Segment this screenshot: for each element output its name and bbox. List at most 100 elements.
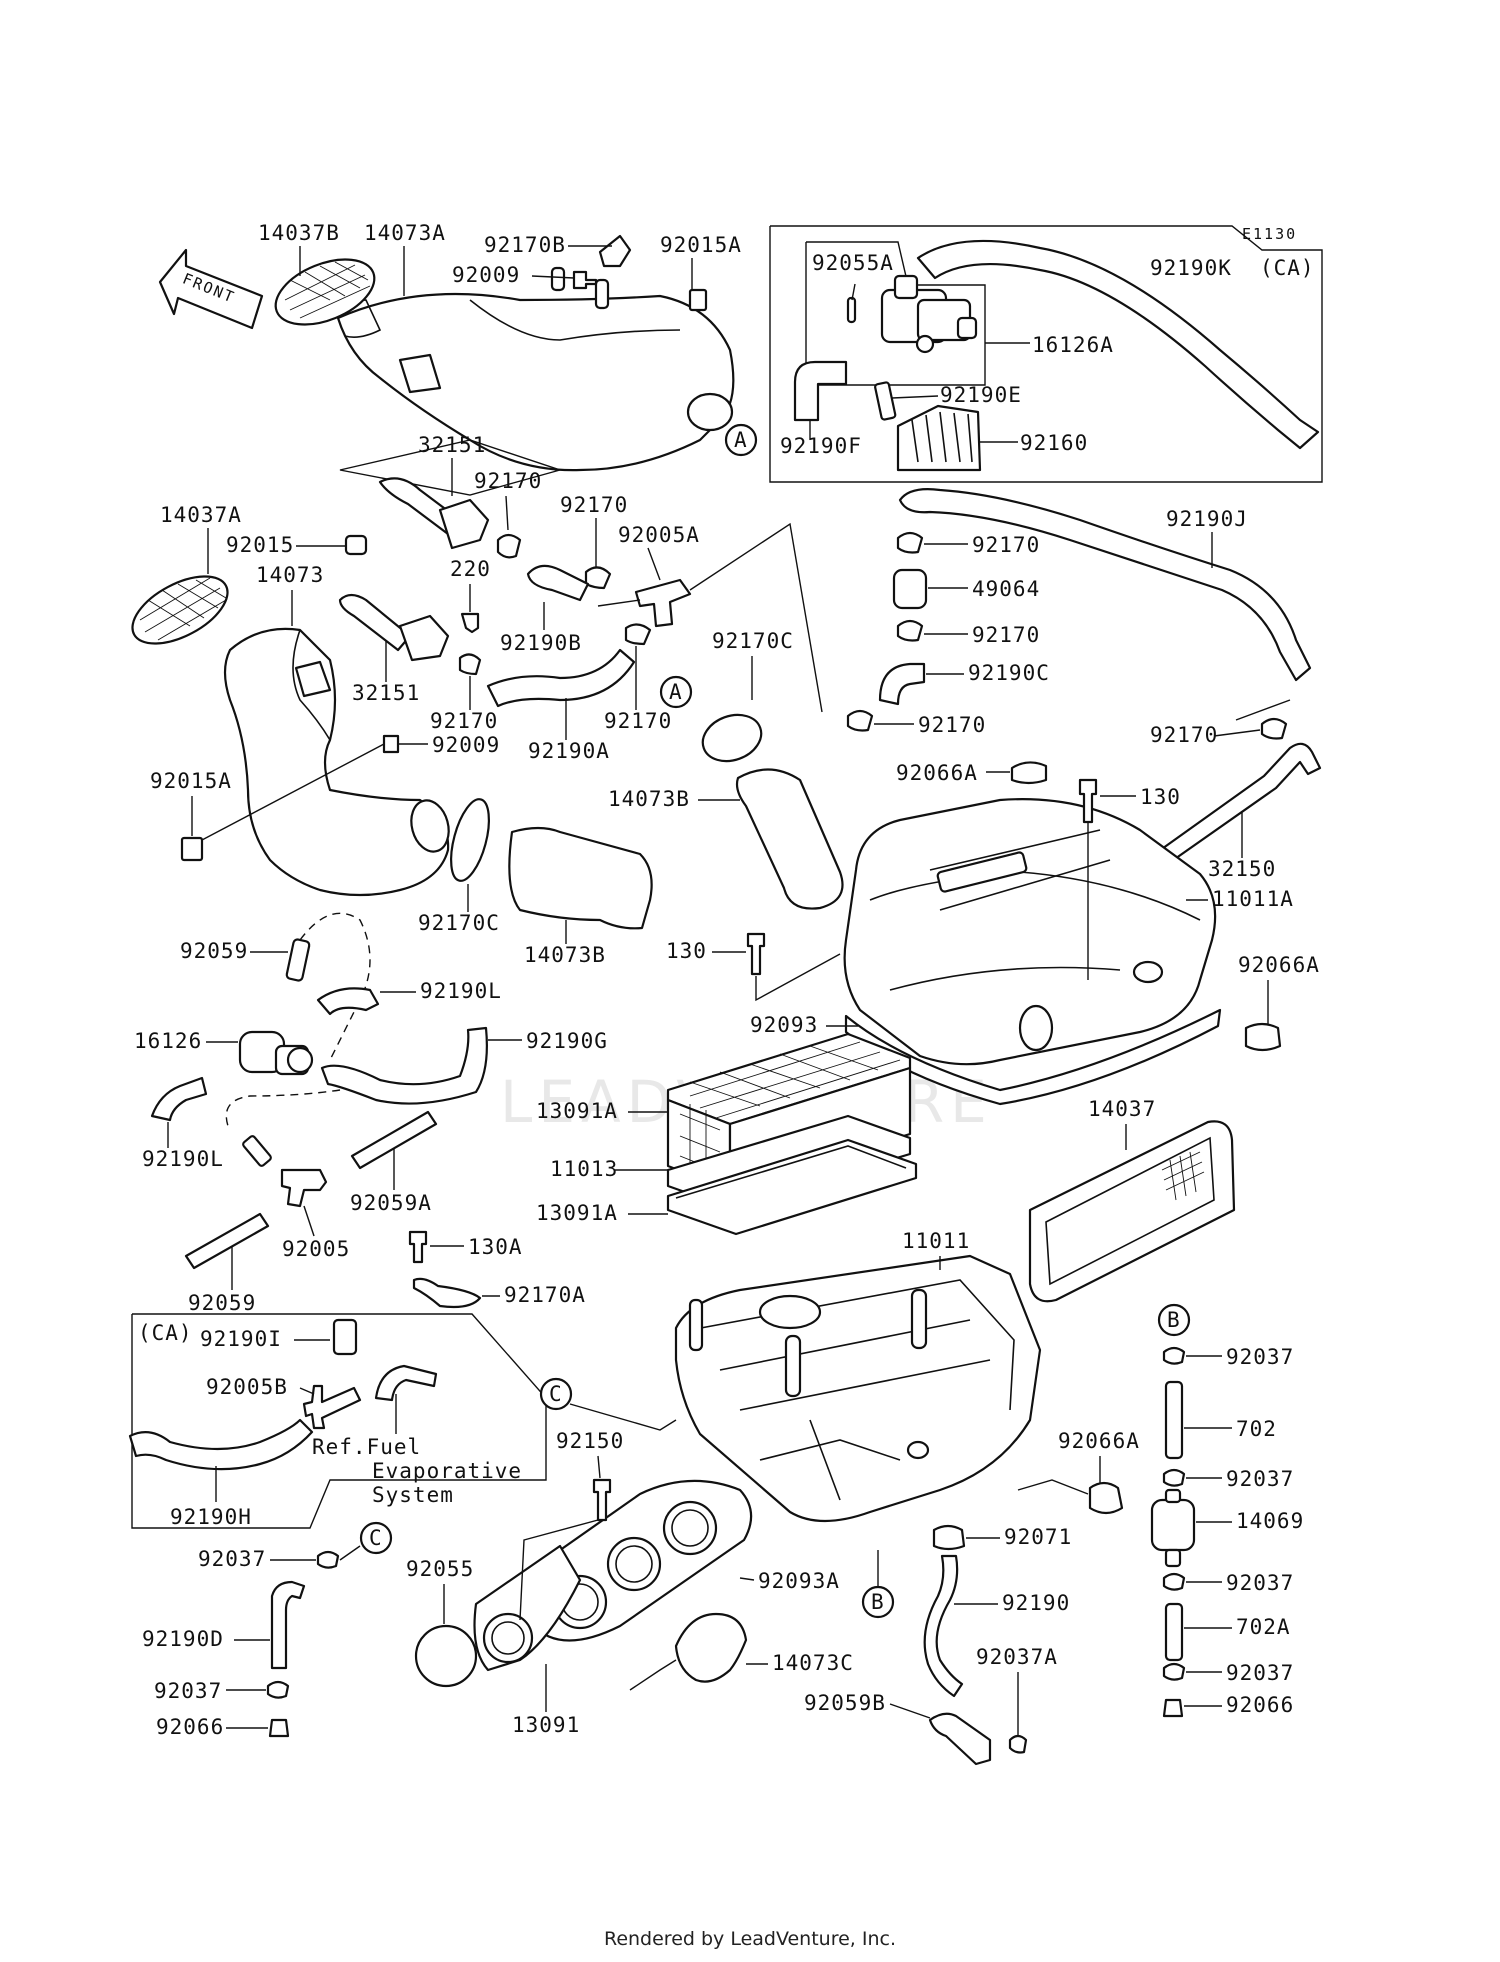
ref-note-line3: System <box>372 1483 454 1507</box>
label-92037-c: 92037 <box>1226 1571 1294 1595</box>
callout-C-left-label: C <box>369 1526 383 1550</box>
clip-92015A-top <box>688 288 708 312</box>
label-92190H: 92190H <box>170 1505 252 1529</box>
label-92005: 92005 <box>282 1237 350 1261</box>
label-92066-b: 92066 <box>156 1715 224 1739</box>
label-92170-a: 92170 <box>474 469 542 493</box>
hose-92059A <box>350 1110 438 1170</box>
callout-B-bottom <box>861 1585 895 1619</box>
clamp-92170-h <box>1260 717 1288 740</box>
screw-220 <box>460 612 480 634</box>
grommet-92071 <box>932 1524 966 1551</box>
tee-92005 <box>280 1168 328 1208</box>
cap-92066A-c <box>1088 1481 1124 1515</box>
label-92190A: 92190A <box>528 739 610 763</box>
tube-short <box>242 1135 272 1167</box>
diagram-code: E1130 <box>1242 225 1297 243</box>
clamp-92170-e <box>896 531 924 554</box>
grommet-92015 <box>344 534 368 556</box>
label-130A: 130A <box>468 1235 523 1259</box>
label-14073A: 14073A <box>364 221 446 245</box>
clamp-92170A <box>412 1277 482 1309</box>
plug-92066-b <box>268 1718 290 1738</box>
ca-inset-top: E1130 <box>769 225 1323 483</box>
label-13091: 13091 <box>512 1713 580 1737</box>
bolt-92009-mid <box>382 734 400 754</box>
tube-92190I <box>332 1318 358 1356</box>
hose-702 <box>1164 1380 1184 1460</box>
tee-92005A <box>634 578 692 628</box>
front-arrow: FRONT <box>158 248 264 330</box>
label-130-b: 130 <box>666 939 707 963</box>
label-14073B-b: 14073B <box>524 943 606 967</box>
callout-A-top-label: A <box>734 428 748 452</box>
label-ca-bottom: (CA) <box>138 1321 193 1345</box>
clamp-92037-c <box>1162 1572 1186 1591</box>
label-92190I: 92190I <box>200 1327 282 1351</box>
hose-92190G <box>320 1026 488 1105</box>
plug-92066-a <box>1162 1698 1184 1718</box>
label-702A: 702A <box>1236 1615 1291 1639</box>
label-130-a: 130 <box>1140 785 1181 809</box>
label-ca-top: (CA) <box>1260 256 1315 280</box>
label-13091A-a: 13091A <box>536 1099 618 1123</box>
label-92170C-b: 92170C <box>418 911 500 935</box>
label-92093: 92093 <box>750 1013 818 1037</box>
label-92015A-mid: 92015A <box>150 769 232 793</box>
clamp-92170-g <box>846 709 874 732</box>
label-14073B-a: 14073B <box>608 787 690 811</box>
clamp-92037-d <box>1162 1662 1186 1681</box>
screw-130A <box>408 1230 428 1264</box>
label-13091A-b: 13091A <box>536 1201 618 1225</box>
footer-credit: Rendered by LeadVenture, Inc. <box>603 1928 897 1950</box>
label-92037-d: 92037 <box>1226 1661 1294 1685</box>
label-92066-a: 92066 <box>1226 1693 1294 1717</box>
label-92009-top: 92009 <box>452 263 520 287</box>
label-92037A: 92037A <box>976 1645 1058 1669</box>
cap-92066A-b <box>1244 1022 1282 1052</box>
label-14037B: 14037B <box>258 221 340 245</box>
clamp-92170C-b <box>450 798 490 882</box>
ca-inset-bottom: (CA) <box>128 1313 547 1529</box>
hose-92190J <box>898 488 1312 682</box>
bolt-130-a <box>1078 778 1098 824</box>
label-92170-d: 92170 <box>430 709 498 733</box>
callout-A-mid-label: A <box>669 680 683 704</box>
label-92190G: 92190G <box>526 1029 608 1053</box>
label-92059-a: 92059 <box>180 939 248 963</box>
tube-14073B-b <box>508 826 653 930</box>
hose-92190D <box>270 1580 306 1670</box>
label-92005A: 92005A <box>618 523 700 547</box>
callout-C-mid-label: C <box>549 1382 563 1406</box>
label-92190F: 92190F <box>780 434 862 458</box>
label-14037A: 14037A <box>160 503 242 527</box>
ref-note-line1: Ref.Fuel <box>312 1435 421 1459</box>
clamp-92037-a <box>1162 1346 1186 1365</box>
label-92055: 92055 <box>406 1557 474 1581</box>
label-92059B: 92059B <box>804 1691 886 1715</box>
callout-A-mid <box>659 675 693 709</box>
label-92015A-top: 92015A <box>660 233 742 257</box>
clamp-92037-b <box>1162 1468 1186 1487</box>
pin-92055A <box>846 296 857 324</box>
label-92190L-a: 92190L <box>420 979 502 1003</box>
label-702: 702 <box>1236 1417 1277 1441</box>
duct-14073 <box>223 627 450 897</box>
elbow-92190F <box>793 360 848 422</box>
elbow-92190C <box>878 662 926 706</box>
cap-92066A-a <box>1010 761 1048 785</box>
clamp-92037-f <box>266 1680 290 1699</box>
label-92170-g: 92170 <box>918 713 986 737</box>
label-92066A-c: 92066A <box>1058 1429 1140 1453</box>
label-32150: 32150 <box>1208 857 1276 881</box>
hose-92190 <box>923 1554 964 1698</box>
label-92190B: 92190B <box>500 631 582 655</box>
label-92037-b: 92037 <box>1226 1467 1294 1491</box>
label-92071: 92071 <box>1004 1525 1072 1549</box>
label-16126: 16126 <box>134 1029 202 1053</box>
clamp-92170B <box>598 234 632 268</box>
label-92190E: 92190E <box>940 383 1022 407</box>
label-92055A: 92055A <box>812 251 894 275</box>
funnel-14073C <box>674 1612 748 1683</box>
